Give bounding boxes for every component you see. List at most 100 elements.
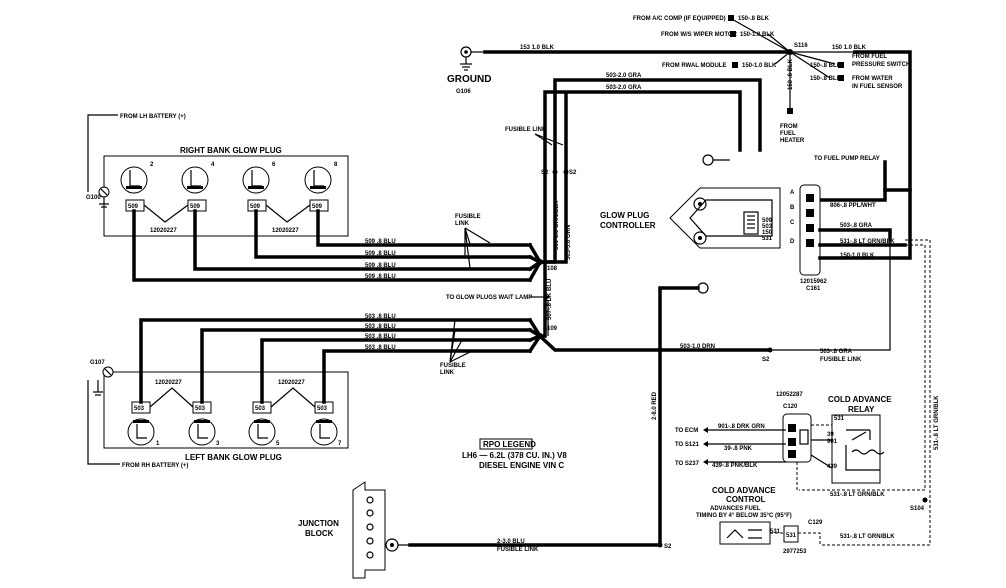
controller-title-b: CONTROLLER	[600, 221, 656, 230]
s2d-label: S2	[664, 544, 672, 550]
right-bank-ground-code: G100	[86, 195, 101, 201]
relay-connector-code: 12052287	[776, 392, 803, 398]
lb-connector-2: 503	[195, 406, 206, 412]
s116-output-1-text-a: FROM FUEL	[852, 54, 887, 60]
junction-wire-label: 2-3.0 BLU	[497, 539, 525, 545]
s116-input-1-wire: 150-1.0 BLK	[740, 32, 775, 38]
cold-relay-title-a: COLD ADVANCE	[828, 395, 892, 404]
rb-fusible-a: FUSIBLE	[455, 214, 481, 220]
controller-title-a: GLOW PLUG	[600, 211, 649, 220]
junction-block: JUNCTION BLOCK S2 2-3.0 BLU FUSIBLE LINK	[298, 481, 672, 579]
fp-pin-a: A	[790, 190, 795, 196]
fp-wire-2: 531-.8 LT GRN/BLK	[840, 239, 895, 245]
relay-connector-id: C120	[783, 404, 798, 410]
red-wire-label: 2-8.0 RED	[652, 391, 658, 420]
lb-part-2: 12020227	[278, 380, 305, 386]
fp-wire-3: 150-1.0 BLK	[840, 253, 875, 259]
relay-wire-2: 439-.8 PNK/BLK	[712, 463, 758, 469]
rb-fusible-b: LINK	[455, 221, 470, 227]
glow-plug-2: 2	[120, 162, 154, 194]
target-s121: TO S121	[675, 442, 700, 448]
ctrl-pin-0: 509	[762, 218, 773, 224]
glow-plug-8: 8	[304, 162, 338, 194]
left-bank-glow-plugs: LEFT BANK GLOW PLUG FROM RH BATTERY (+) …	[87, 360, 349, 469]
plug-4-number: 4	[211, 162, 215, 168]
wait-lamp-text: TO GLOW PLUGS WAIT LAMP	[446, 295, 532, 301]
junction-title-a: JUNCTION	[298, 519, 339, 528]
fp-pin-c: C	[790, 220, 795, 226]
lb-connector-3: 503	[255, 406, 266, 412]
s116-output-2-text-a: FROM WATER	[852, 76, 893, 82]
lb-wire-label-0: 503 .8 BLU	[365, 314, 396, 320]
relay-pin-531: 531	[834, 416, 845, 422]
lt-grn-blk-wire: 531-.8 LT GRN/BLK 531-.8 LT GRN/BLK S104…	[800, 239, 940, 546]
ground-code: G106	[456, 89, 471, 95]
s116-output-1-text-b: PRESSURE SWITCH	[852, 62, 910, 68]
junction-fusible-label: FUSIBLE LINK	[497, 547, 539, 553]
cold-relay-title-b: RELAY	[848, 405, 875, 414]
relay-pin-901: 901	[827, 439, 838, 445]
s116-heater-text-c: HEATER	[780, 138, 805, 144]
cold-advance-control: COLD ADVANCE CONTROL ADVANCES FUEL TIMIN…	[696, 486, 823, 555]
glow-plug-controller: 509 503 150 531 GLOW PLUG CONTROLLER	[600, 154, 781, 352]
s108-label: S108	[543, 266, 558, 272]
lt-grn-vertical-label: 531-.8 LT GRN/BLK	[934, 395, 940, 450]
glow-plug-7: 7	[310, 418, 342, 447]
junction-title-b: BLOCK	[305, 529, 334, 538]
wire-150-black	[853, 50, 912, 192]
plug-2-number: 2	[150, 162, 154, 168]
relay-pin-39: 39	[827, 432, 834, 438]
cold-control-note-b: TIMING BY 4° BELOW 35°C (95°F)	[696, 513, 792, 519]
ground-g106: 153 1.0 BLK GROUND G106	[447, 45, 792, 95]
ctrl-pin-1: 503	[762, 224, 773, 230]
drn-wire-label: 503-1.0 DRN	[680, 344, 715, 350]
lb-part-1: 12020227	[155, 380, 182, 386]
s116-output-2-wire: 150-.8 BLK	[810, 76, 842, 82]
s116-output-1-wire: 150-.8 BLK	[810, 63, 842, 69]
s116-input-0-text: FROM A/C COMP (IF EQUIPPED)	[633, 16, 726, 22]
controller-feed-wires: 503-2.0 GRA 503-2.0 GRA S2 S2 FUSIBLE LI…	[446, 73, 762, 338]
s104-label: S104	[910, 506, 925, 512]
rpo-title: RPO LEGEND	[483, 440, 536, 449]
fuel-pump-connector: TO FUEL PUMP RELAY A B C D 806-.8 PPL/WH…	[790, 156, 912, 292]
gra-second-label: 503-2.0 GRA	[606, 85, 642, 91]
control-pin: 531	[786, 533, 797, 539]
orn-wire2-label: 503-5.0 ORN	[566, 225, 572, 260]
left-bank-battery-text: FROM RH BATTERY (+)	[122, 463, 188, 469]
control-connector-id: C129	[808, 520, 823, 526]
s116-output-2-text-b: IN FUEL SENSOR	[852, 84, 903, 90]
target-ecm: TO ECM	[675, 428, 698, 434]
red-wire: 2-8.0 RED	[652, 348, 662, 547]
glow-plug-4: 4	[181, 162, 215, 194]
plug-5-number: 5	[276, 441, 280, 447]
s116-input-2-text: FROM RWAL MODULE	[662, 63, 726, 69]
ground-wire-label: 153 1.0 BLK	[520, 45, 555, 51]
lb-wire-label-2: 503 .8 BLU	[365, 334, 396, 340]
s116-heater-text-b: FUEL	[780, 131, 796, 137]
s116-heater-wire: 150-.8 BLK	[788, 58, 794, 90]
rb-connector-1: 509	[128, 204, 139, 210]
plug-7-number: 7	[338, 441, 342, 447]
fusible-link-short: FUSIBLE LINK	[820, 357, 862, 363]
cold-control-title-a: COLD ADVANCE	[712, 486, 776, 495]
s116-input-2-wire: 150-1.0 BLK	[742, 63, 777, 69]
rb-connector-2: 509	[190, 204, 201, 210]
upper-fusible-a: FUSIBLE LINK	[505, 127, 547, 133]
rpo-line-0: LH6 — 6.2L (378 CU. IN.) V8	[462, 451, 567, 460]
ctrl-pin-3: 531	[762, 236, 773, 242]
fp-wire-1: 503-.8 GRA	[840, 223, 873, 229]
fp-connector-code: 12015962	[800, 279, 827, 285]
rb-part-1: 12020227	[150, 228, 177, 234]
cold-control-note-a: ADVANCES FUEL	[710, 506, 761, 512]
lb-fusible-a: FUSIBLE	[440, 363, 466, 369]
s2c-label: S2	[762, 357, 770, 363]
control-pin-label: 531	[770, 529, 781, 535]
rb-wire-label-2: 509 .8 BLU	[365, 263, 396, 269]
gra-bottom-label: 503-.8 GRA	[820, 349, 853, 355]
s116-input-1-text: FROM W/S WIPER MOTOR	[661, 32, 738, 38]
target-s237: TO S237	[675, 461, 700, 467]
relay-wire-0: 901-.8 DRK GRN	[718, 424, 765, 430]
lb-fusible-b: LINK	[440, 370, 455, 376]
right-bank-glow-plugs: FROM LH BATTERY (+) RIGHT BANK GLOW PLUG…	[86, 114, 349, 237]
lb-connector-4: 503	[317, 406, 328, 412]
